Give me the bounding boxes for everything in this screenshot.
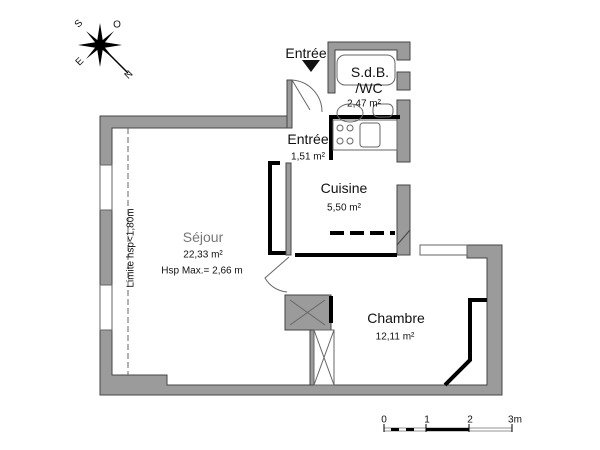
entrance-label: Entrée [285, 45, 327, 61]
room-sdb-name: S.d.B. [350, 64, 390, 80]
room-sdb-name2: /WC [355, 80, 383, 96]
height-limit-label: Limite hsp<1,80m [125, 208, 137, 288]
compass-west-label: O [113, 19, 121, 31]
entrance-arrow-icon [302, 60, 320, 72]
windows [99, 128, 468, 375]
scale-tick-0: 0 [381, 414, 387, 426]
room-entree-area: 1,51 m² [291, 151, 325, 163]
compass-rose-icon [78, 23, 129, 74]
fixtures [264, 54, 398, 386]
scale-tick-3: 3m [508, 414, 522, 426]
room-chambre-area: 12,11 m² [375, 331, 415, 343]
room-cuisine-name: Cuisine [320, 180, 368, 196]
room-sejour-area: 22,33 m² [183, 249, 223, 261]
room-sdb-area: 2,47 m² [347, 98, 381, 110]
room-cuisine-area: 5,50 m² [327, 202, 361, 214]
scale-bar [383, 424, 513, 432]
interior-walls [268, 115, 487, 387]
room-entree-name: Entrée [287, 131, 329, 147]
scale-tick-2: 2 [467, 414, 473, 426]
room-chambre-name: Chambre [367, 310, 425, 326]
room-sejour-height: Hsp Max.= 2,66 m [161, 265, 243, 277]
room-sejour-name: Séjour [182, 229, 224, 245]
scale-tick-1: 1 [424, 414, 430, 426]
